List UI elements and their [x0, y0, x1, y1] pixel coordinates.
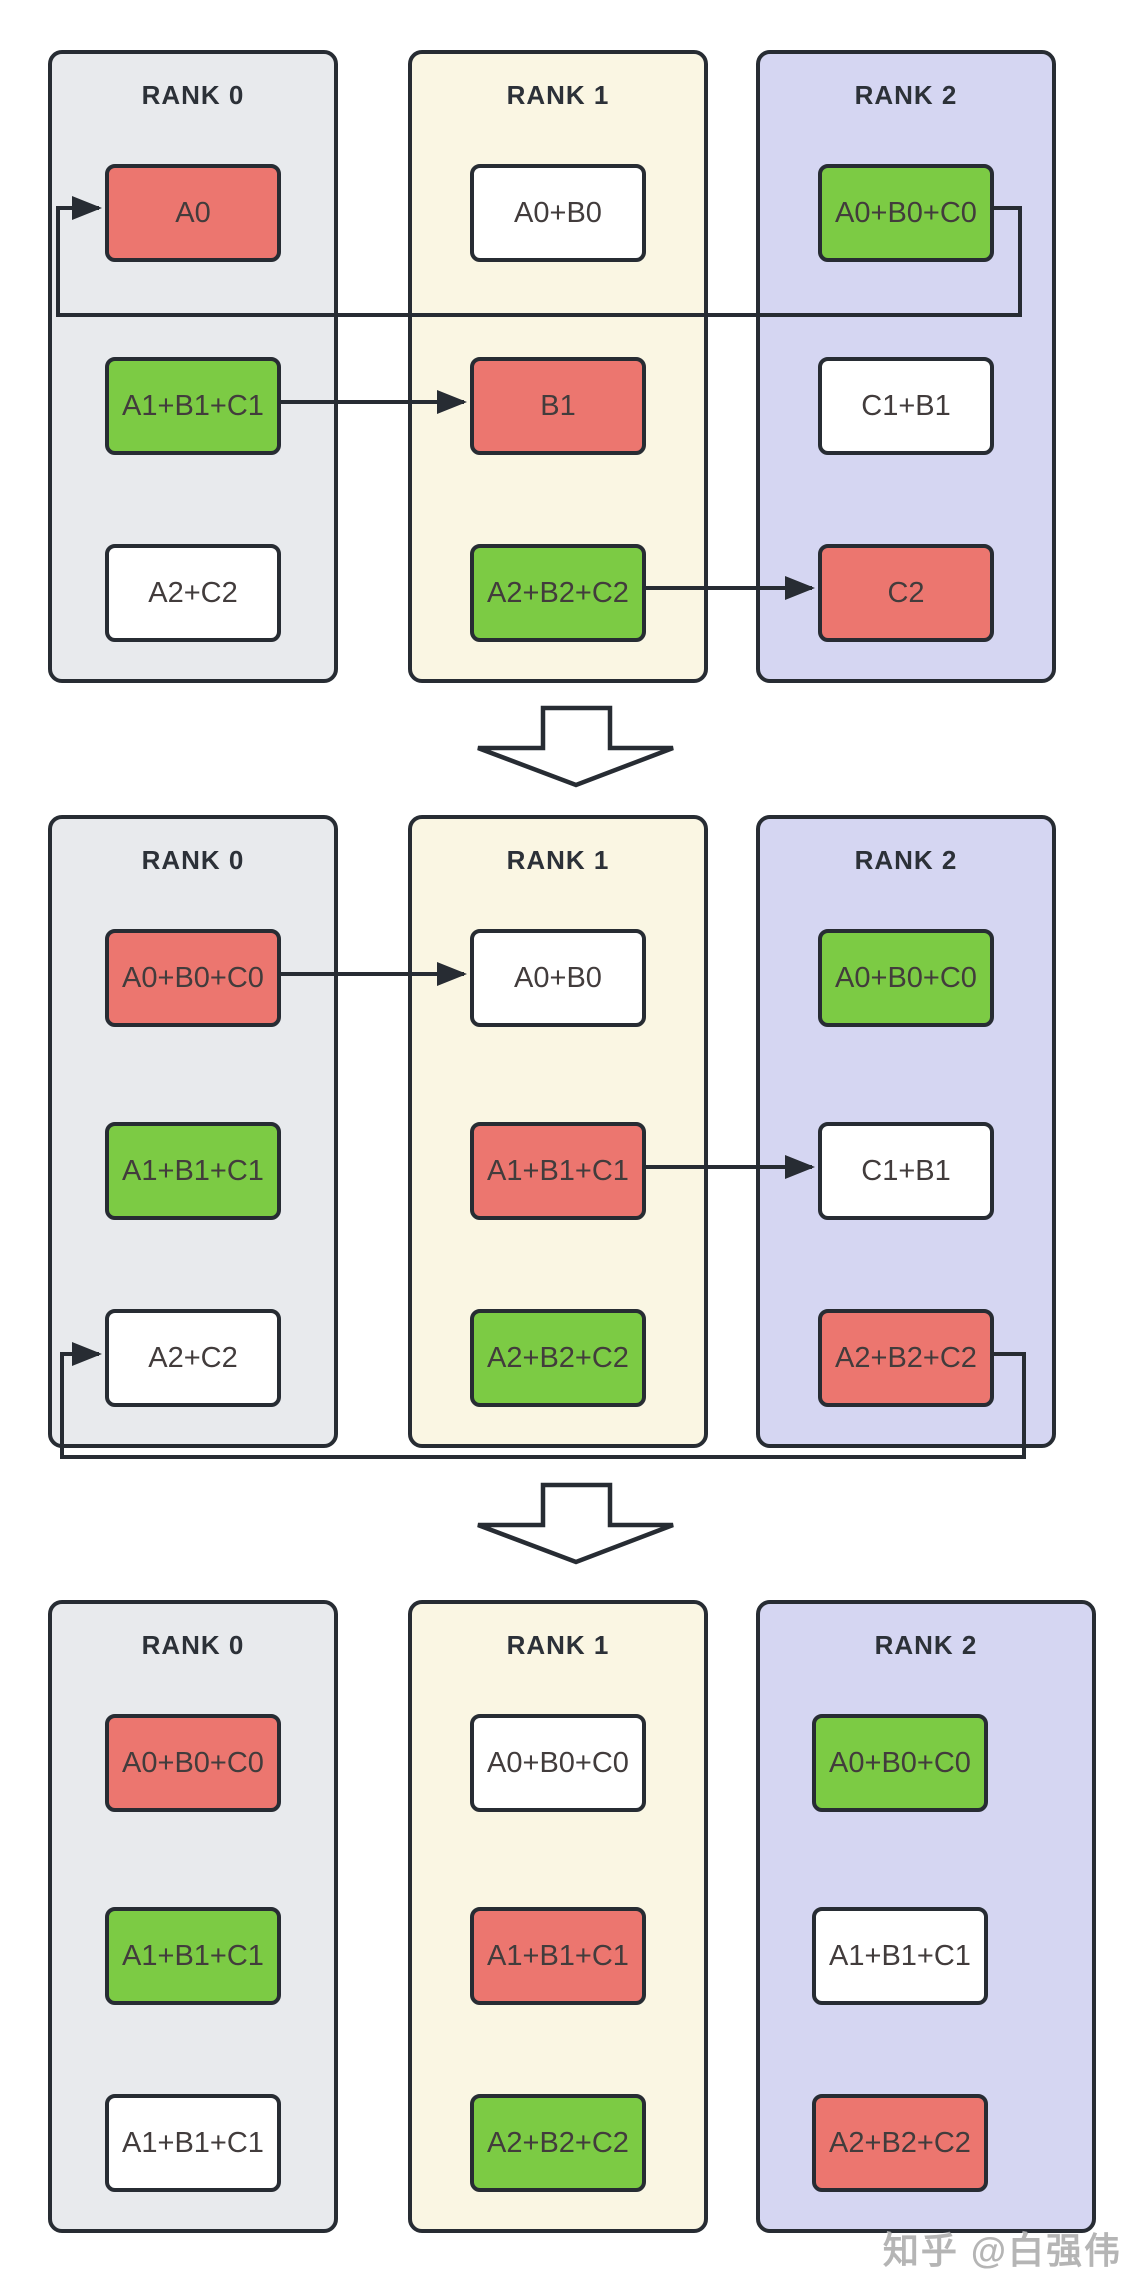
data-box: A2+C2: [105, 1309, 281, 1407]
data-box: A0+B0+C0: [818, 164, 994, 262]
data-box: A2+C2: [105, 544, 281, 642]
box-label: B1: [540, 389, 576, 422]
rank-title: RANK 0: [141, 1630, 245, 1660]
data-box: A0: [105, 164, 281, 262]
data-box: A1+B1+C1: [105, 2094, 281, 2192]
stage-3: RANK 0 A0+B0+C0 A1+B1+C1 A1+B1+C1 RANK 1…: [0, 1600, 1146, 2233]
stage-2: RANK 0 A0+B0+C0 A1+B1+C1 A2+C2 RANK 1 A0…: [0, 815, 1146, 1448]
data-box: A1+B1+C1: [812, 1907, 988, 2005]
rank-title: RANK 1: [506, 1630, 610, 1660]
box-label: A1+B1+C1: [487, 1154, 629, 1187]
data-box: A0+B0+C0: [105, 1714, 281, 1812]
panel-stage1-rank2: RANK 2 A0+B0+C0 C1+B1 C2: [756, 50, 1056, 683]
box-label: A1+B1+C1: [487, 1939, 629, 1972]
box-label: A2+B2+C2: [835, 1341, 977, 1374]
box-label: C1+B1: [861, 389, 951, 422]
data-box: A2+B2+C2: [818, 1309, 994, 1407]
data-box: A1+B1+C1: [105, 1907, 281, 2005]
box-label: A2+B2+C2: [829, 2126, 971, 2159]
data-box: C2: [818, 544, 994, 642]
panel-stage3-rank0: RANK 0 A0+B0+C0 A1+B1+C1 A1+B1+C1: [48, 1600, 338, 2233]
data-box: A1+B1+C1: [105, 357, 281, 455]
data-box: A1+B1+C1: [105, 1122, 281, 1220]
panel-stage3-rank2: RANK 2 A0+B0+C0 A1+B1+C1 A2+B2+C2: [756, 1600, 1096, 2233]
rank-title: RANK 0: [141, 80, 245, 110]
data-box: A0+B0+C0: [812, 1714, 988, 1812]
panel-stage2-rank0: RANK 0 A0+B0+C0 A1+B1+C1 A2+C2: [48, 815, 338, 1448]
panel-stage1-rank1: RANK 1 A0+B0 B1 A2+B2+C2: [408, 50, 708, 683]
panel-stage3-rank1: RANK 1 A0+B0+C0 A1+B1+C1 A2+B2+C2: [408, 1600, 708, 2233]
box-label: C1+B1: [861, 1154, 951, 1187]
box-label: A2+B2+C2: [487, 576, 629, 609]
panel-stage2-rank2: RANK 2 A0+B0+C0 C1+B1 A2+B2+C2: [756, 815, 1056, 1448]
data-box: C1+B1: [818, 357, 994, 455]
data-box: A1+B1+C1: [470, 1122, 646, 1220]
box-label: A0+B0+C0: [122, 961, 264, 994]
data-box: A0+B0+C0: [105, 929, 281, 1027]
data-box: A2+B2+C2: [812, 2094, 988, 2192]
rank-title: RANK 2: [854, 845, 958, 875]
box-label: A1+B1+C1: [122, 1154, 264, 1187]
stage-1: RANK 0 A0 A1+B1+C1 A2+C2 RANK 1 A0+B0 B1…: [0, 50, 1146, 683]
data-box: C1+B1: [818, 1122, 994, 1220]
rank-title: RANK 2: [854, 80, 958, 110]
rank-title: RANK 2: [874, 1630, 978, 1660]
box-label: A2+C2: [148, 576, 238, 609]
data-box: A2+B2+C2: [470, 544, 646, 642]
data-box: B1: [470, 357, 646, 455]
box-label: A1+B1+C1: [122, 1939, 264, 1972]
panel-stage1-rank0: RANK 0 A0 A1+B1+C1 A2+C2: [48, 50, 338, 683]
box-label: A1+B1+C1: [122, 2126, 264, 2159]
box-label: A0+B0: [514, 961, 602, 994]
box-label: A1+B1+C1: [122, 389, 264, 422]
watermark: 知乎 @白强伟: [882, 2230, 1122, 2271]
box-label: A0+B0+C0: [122, 1746, 264, 1779]
box-label: A2+B2+C2: [487, 2126, 629, 2159]
data-box: A2+B2+C2: [470, 1309, 646, 1407]
data-box: A0+B0+C0: [818, 929, 994, 1027]
stage2-to-stage3-big-down-arrow: [477, 1482, 674, 1565]
stage1-to-stage2-big-down-arrow: [477, 705, 674, 788]
data-box: A2+B2+C2: [470, 2094, 646, 2192]
box-label: A0: [175, 196, 211, 229]
data-box: A1+B1+C1: [470, 1907, 646, 2005]
box-label: A2+B2+C2: [487, 1341, 629, 1374]
box-label: A0+B0+C0: [487, 1746, 629, 1779]
data-box: A0+B0+C0: [470, 1714, 646, 1812]
panel-stage2-rank1: RANK 1 A0+B0 A1+B1+C1 A2+B2+C2: [408, 815, 708, 1448]
box-label: A0+B0: [514, 196, 602, 229]
box-label: A1+B1+C1: [829, 1939, 971, 1972]
box-label: A0+B0+C0: [835, 196, 977, 229]
box-label: C2: [887, 576, 925, 609]
box-label: A0+B0+C0: [829, 1746, 971, 1779]
rank-title: RANK 1: [506, 845, 610, 875]
data-box: A0+B0: [470, 164, 646, 262]
rank-title: RANK 0: [141, 845, 245, 875]
box-label: A0+B0+C0: [835, 961, 977, 994]
data-box: A0+B0: [470, 929, 646, 1027]
rank-title: RANK 1: [506, 80, 610, 110]
box-label: A2+C2: [148, 1341, 238, 1374]
